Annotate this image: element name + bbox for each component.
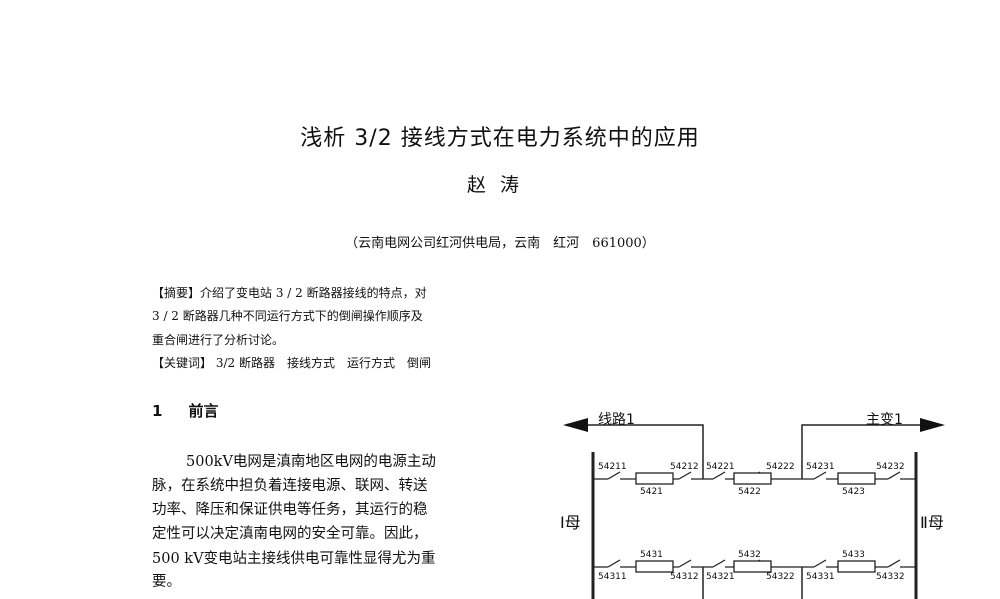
switch-label: 54331 bbox=[806, 572, 835, 582]
abstract-line: 重合闸进行了分析讨论。 bbox=[152, 333, 285, 347]
switch-label: 54232 bbox=[876, 462, 905, 472]
circuit-breaker bbox=[635, 472, 674, 485]
body-line: 500kV电网是滇南地区电网的电源主动 bbox=[186, 454, 436, 470]
switch-gap bbox=[608, 477, 620, 481]
switch-gap bbox=[713, 477, 725, 481]
switch-label: 54322 bbox=[766, 572, 795, 582]
breaker-label: 5423 bbox=[842, 487, 865, 497]
keywords-line: 【关键词】 3/2 断路器 接线方式 运行方式 倒闸 bbox=[152, 356, 431, 370]
switch-label: 54221 bbox=[706, 462, 735, 472]
switch-gap bbox=[608, 565, 620, 569]
circuit-breaker bbox=[837, 472, 876, 485]
section-heading: 1 前言 bbox=[152, 400, 218, 421]
arrow-left-icon bbox=[563, 418, 588, 432]
breaker-label: 5422 bbox=[738, 487, 761, 497]
breaker-label: 5432 bbox=[738, 550, 761, 560]
author: 赵涛 bbox=[466, 174, 533, 196]
switch-gap bbox=[713, 565, 725, 569]
switch-label: 54212 bbox=[670, 462, 699, 472]
arrow-right-icon bbox=[920, 418, 945, 432]
circuit-breaker bbox=[837, 560, 876, 573]
circuit-breaker bbox=[733, 560, 772, 573]
disconnector-switch bbox=[813, 559, 827, 568]
body-line: 脉，在系统中担负着连接电源、联网、转送 bbox=[152, 478, 428, 494]
switch-gap bbox=[679, 477, 691, 481]
disconnector-switch bbox=[678, 559, 692, 568]
switch-label: 54311 bbox=[598, 572, 627, 582]
switch-label: 54332 bbox=[876, 572, 905, 582]
switch-label: 54312 bbox=[670, 572, 699, 582]
line-1-label: 线路1 bbox=[598, 412, 635, 428]
disconnector-switch bbox=[813, 471, 827, 480]
paper-title: 浅析 3/2 接线方式在电力系统中的应用 bbox=[300, 126, 700, 151]
abstract-line: 【摘要】介绍了变电站 3 / 2 断路器接线的特点，对 bbox=[152, 286, 427, 300]
breaker-label: 5431 bbox=[640, 550, 663, 560]
section-title: 前言 bbox=[188, 402, 219, 420]
disconnector-switch bbox=[678, 471, 692, 480]
switch-label: 54231 bbox=[806, 462, 835, 472]
affiliation: （云南电网公司红河供电局，云南 红河 661000） bbox=[345, 236, 655, 251]
disconnector-switch bbox=[887, 559, 901, 568]
circuit-breaker bbox=[635, 560, 674, 573]
disconnector-switch bbox=[607, 471, 621, 480]
disconnector-switch bbox=[887, 471, 901, 480]
switch-gap bbox=[814, 565, 826, 569]
switch-gap bbox=[814, 477, 826, 481]
transformer-1-label: 主变1 bbox=[866, 412, 903, 428]
body-line: 功率、降压和保证供电等任务，其运行的稳 bbox=[152, 502, 428, 518]
disconnector-switch bbox=[712, 559, 726, 568]
bus-2-label: Ⅱ母 bbox=[920, 513, 944, 532]
body-line: 要。 bbox=[152, 574, 181, 590]
bus-1-label: Ⅰ母 bbox=[560, 513, 581, 532]
body-line: 定性可以决定滇南电网的安全可靠。因此， bbox=[152, 526, 428, 542]
abstract-line: 3 / 2 断路器几种不同运行方式下的倒闸操作顺序及 bbox=[152, 309, 423, 323]
breaker-label: 5421 bbox=[640, 487, 663, 497]
switch-label: 54321 bbox=[706, 572, 735, 582]
line-1-feeder bbox=[585, 424, 704, 479]
circuit-breaker bbox=[733, 472, 772, 485]
disconnector-switch bbox=[607, 559, 621, 568]
switch-gap bbox=[679, 565, 691, 569]
section-number: 1 bbox=[152, 402, 163, 420]
disconnector-switch bbox=[712, 471, 726, 480]
switch-gap bbox=[888, 565, 900, 569]
body-line: 500 kV变电站主接线供电可靠性显得尤为重 bbox=[152, 551, 436, 567]
switch-label: 54222 bbox=[766, 462, 795, 472]
transformer-1-feeder bbox=[801, 424, 922, 479]
switch-gap bbox=[888, 477, 900, 481]
breaker-label: 5433 bbox=[842, 550, 865, 560]
switch-label: 54211 bbox=[598, 462, 627, 472]
